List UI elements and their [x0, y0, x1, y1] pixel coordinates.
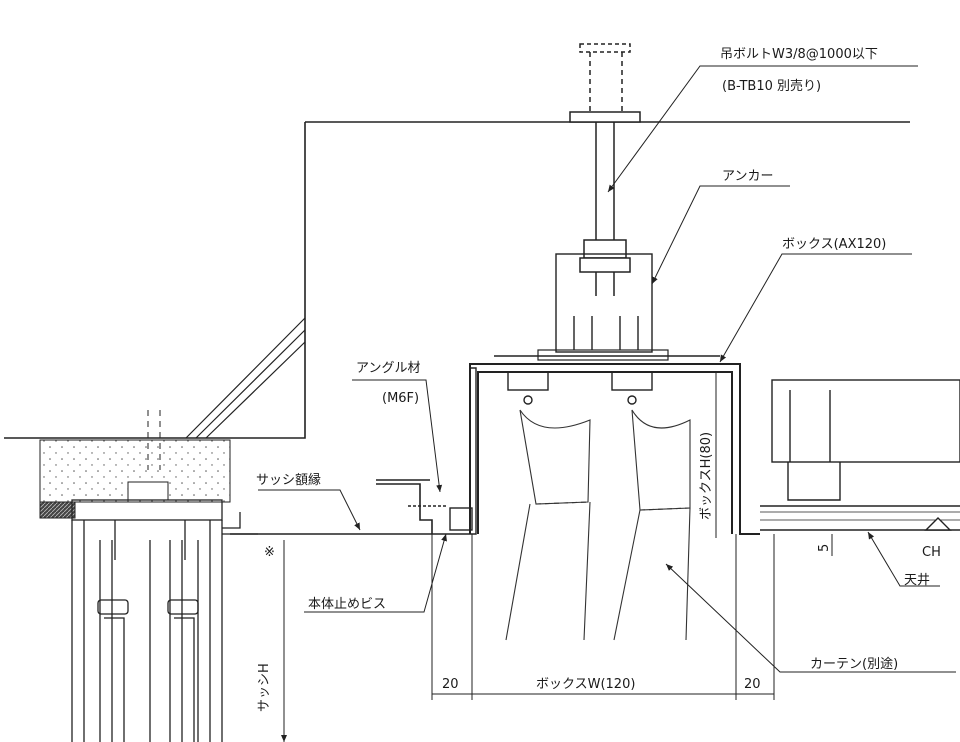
concrete-lintel — [39, 410, 231, 519]
ceiling-system — [760, 379, 960, 531]
hanger-bolt — [569, 43, 641, 296]
label-ceiling: 天井 — [904, 573, 930, 588]
dim-left: 20 — [442, 677, 459, 692]
box-ax120 — [469, 349, 760, 535]
label-box-width: ボックスW(120) — [536, 677, 635, 692]
anchor-fitting — [555, 253, 653, 353]
label-ch: CH — [922, 545, 941, 560]
dim-gap: 5 — [817, 544, 832, 552]
label-angle-note: (M6F) — [382, 391, 419, 406]
dim-right: 20 — [744, 677, 761, 692]
dimension-lines — [281, 372, 833, 742]
label-asterisk: ※ — [264, 545, 275, 560]
label-box: ボックス(AX120) — [782, 237, 886, 252]
sash-reveal-trim — [230, 479, 433, 535]
label-curtain: カーテン(別途) — [810, 656, 898, 672]
angle-bracket — [408, 367, 477, 535]
label-hanger-bolt-note: (B-TB10 別売り) — [722, 78, 821, 94]
label-sash-height: サッシH — [257, 663, 272, 712]
leader-lines — [258, 65, 956, 673]
slab-outline — [4, 121, 910, 439]
label-screw: 本体止めビス — [308, 597, 386, 612]
label-box-height: ボックスH(80) — [699, 432, 714, 520]
curtain-rail-carriers — [507, 371, 653, 405]
sash-frame-profile — [71, 499, 258, 742]
label-hanger-bolt: 吊ボルトW3/8@1000以下 — [720, 47, 878, 62]
label-angle: アングル材 — [356, 361, 420, 376]
curtain-folds — [505, 409, 691, 641]
label-sash-frame: サッシ額縁 — [256, 472, 321, 488]
label-anchor: アンカー — [722, 169, 773, 184]
